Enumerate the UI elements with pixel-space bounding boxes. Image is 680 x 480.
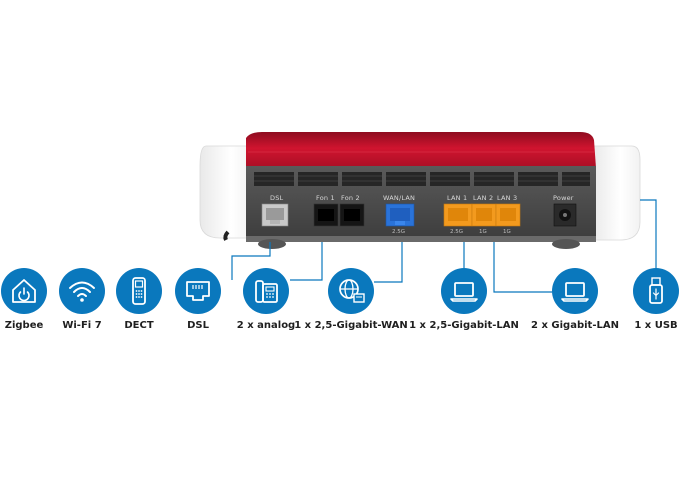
port-label-fon2: Fon 2 bbox=[341, 194, 360, 202]
feature-label-usb: 1 x USB bbox=[634, 320, 678, 331]
feature-label-lan-1g: 2 x Gigabit-LAN bbox=[531, 320, 619, 331]
globe-wan-icon bbox=[328, 268, 374, 314]
feature-label-wan: 1 x 2,5-Gigabit-WAN bbox=[294, 320, 408, 331]
port-label-power: Power bbox=[553, 194, 574, 202]
port-label-fon1: Fon 1 bbox=[316, 194, 335, 202]
feature-label-zigbee: Zigbee bbox=[4, 320, 44, 331]
router-red-band bbox=[246, 132, 596, 168]
power-jack bbox=[553, 203, 577, 227]
port-label-lan1: LAN 1 bbox=[447, 194, 468, 202]
zigbee-home-icon bbox=[1, 268, 47, 314]
router-vents bbox=[254, 172, 590, 186]
usb-icon bbox=[633, 268, 679, 314]
dect-phone-icon bbox=[116, 268, 162, 314]
fon-ports bbox=[313, 203, 365, 227]
speed-label-lan2: 1G bbox=[479, 229, 487, 235]
lan-ports bbox=[443, 203, 521, 227]
speed-label-wan: 2.5G bbox=[392, 229, 406, 235]
feature-label-dsl: DSL bbox=[187, 320, 209, 331]
feature-label-wifi: Wi-Fi 7 bbox=[62, 320, 102, 331]
connector-lines bbox=[231, 199, 657, 293]
dsl-port bbox=[261, 203, 289, 227]
port-label-lan2: LAN 2 bbox=[473, 194, 494, 202]
feature-label-dect: DECT bbox=[124, 320, 154, 331]
speed-label-lan3: 1G bbox=[503, 229, 511, 235]
port-label-lan3: LAN 3 bbox=[497, 194, 518, 202]
wan-port bbox=[385, 203, 415, 227]
router-left-cap bbox=[199, 145, 253, 239]
analog-phone-icon bbox=[243, 268, 289, 314]
port-label-wan: WAN/LAN bbox=[383, 194, 416, 202]
dsl-port-icon bbox=[175, 268, 221, 314]
router-foot-left bbox=[258, 239, 286, 249]
laptop-icon bbox=[552, 268, 598, 314]
speed-label-lan1: 2.5G bbox=[450, 229, 464, 235]
port-label-dsl: DSL bbox=[270, 194, 284, 202]
router-right-cap bbox=[591, 145, 641, 241]
wifi-icon bbox=[59, 268, 105, 314]
feature-label-analog: 2 x analog bbox=[236, 320, 296, 331]
feature-label-lan-25: 1 x 2,5-Gigabit-LAN bbox=[409, 320, 519, 331]
laptop-icon bbox=[441, 268, 487, 314]
router-cable bbox=[223, 230, 230, 241]
router-foot-right bbox=[552, 239, 580, 249]
